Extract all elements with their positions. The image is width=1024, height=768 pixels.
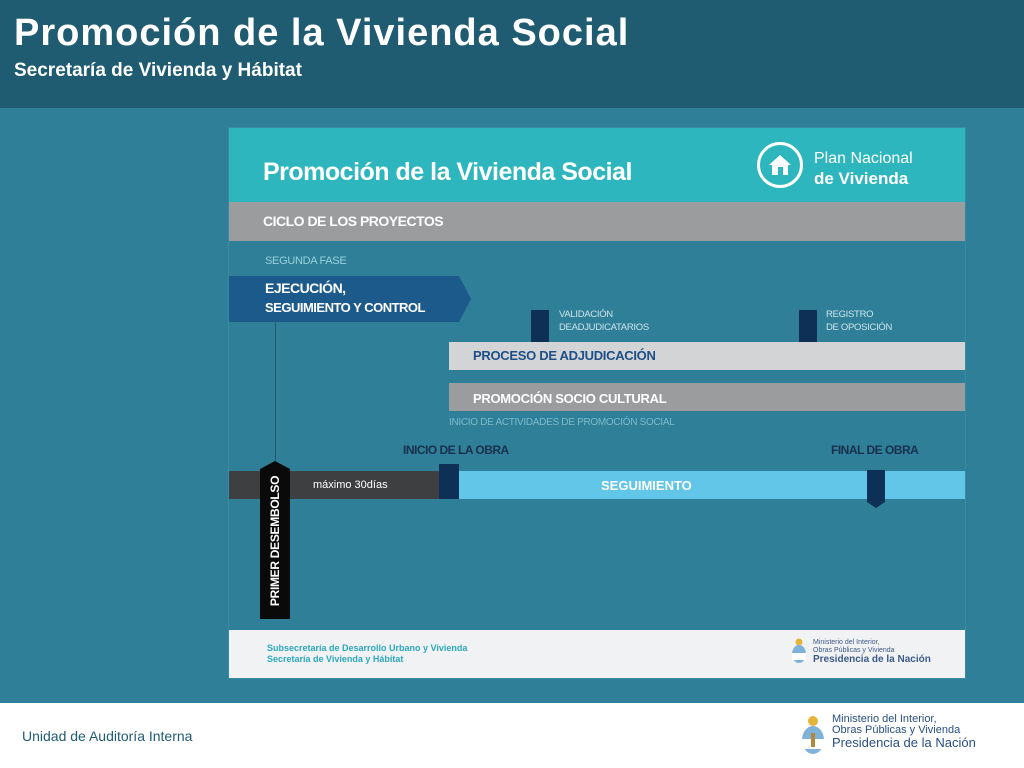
registro-marker [799, 310, 817, 348]
final-obra-marker [867, 470, 885, 508]
phase-title-line2: SEGUIMIENTO Y CONTROL [265, 300, 425, 315]
seguimiento-bar [439, 471, 965, 499]
footer-ministerio-line1: Ministerio del Interior, [832, 713, 937, 725]
footer-unit-name: Unidad de Auditoría Interna [22, 728, 193, 744]
slide-footer-presidencia: Presidencia de la Nación [813, 654, 931, 665]
logo-text-vivienda: de Vivienda [814, 169, 909, 188]
phase-connector-line [275, 320, 276, 466]
slide-top-band: Promoción de la Vivienda Social Plan Nac… [229, 128, 965, 202]
adjudicacion-label: PROCESO DE ADJUDICACIÓN [473, 348, 656, 363]
cycle-label: CICLO DE LOS PROYECTOS [263, 213, 444, 229]
page-footer: Unidad de Auditoría Interna Ministerio d… [0, 703, 1024, 768]
validacion-label-line2: DEADJUDICATARIOS [559, 322, 649, 333]
inicio-obra-marker [439, 464, 459, 499]
validacion-label: VALIDACIÓN DEADJUDICATARIOS [559, 308, 649, 334]
logo-text-plan: Plan Nacional [814, 150, 913, 167]
final-obra-label: FINAL DE OBRA [831, 443, 919, 457]
socio-cultural-band: PROMOCIÓN SOCIO CULTURAL [449, 383, 965, 411]
desembolso-marker [260, 461, 290, 619]
house-icon [757, 142, 803, 188]
slide-footer-secretaria: Secretaría de Vivienda y Hábitat [267, 654, 404, 664]
validacion-marker [531, 310, 549, 348]
header-bar: Promoción de la Vivienda Social Secretar… [0, 0, 1024, 108]
footer-ministerio-line2: Obras Públicas y Vivienda [832, 724, 961, 736]
validacion-label-line1: VALIDACIÓN [559, 309, 613, 320]
coat-of-arms-icon [802, 716, 824, 754]
social-start-label: INICIO DE ACTIVIDADES DE PROMOCIÓN SOCIA… [449, 417, 675, 428]
slide-footer-ministerio-line1: Ministerio del Interior, [813, 639, 880, 646]
socio-cultural-label: PROMOCIÓN SOCIO CULTURAL [473, 391, 667, 406]
slide-footer-subsecretaria: Subsecretaría de Desarrollo Urbano y Viv… [267, 643, 468, 653]
seguimiento-label: SEGUIMIENTO [601, 478, 692, 493]
phase-arrow-shape [229, 276, 471, 322]
registro-label-line1: REGISTRO [826, 309, 874, 320]
footer-presidencia: Presidencia de la Nación [832, 735, 976, 750]
page-title: Promoción de la Vivienda Social [14, 12, 630, 54]
coat-of-arms-icon [792, 638, 806, 663]
phase-label: SEGUNDA FASE [265, 255, 347, 267]
maximo-label: máximo 30días [313, 479, 388, 491]
phase-title-line1: EJECUCIÓN, [265, 280, 346, 296]
inicio-obra-label: INICIO DE LA OBRA [403, 443, 509, 457]
cycle-band: CICLO DE LOS PROYECTOS [229, 202, 965, 241]
adjudicacion-band: PROCESO DE ADJUDICACIÓN [449, 342, 965, 370]
slide-diagram: Promoción de la Vivienda Social Plan Nac… [229, 128, 965, 678]
page-subtitle: Secretaría de Vivienda y Hábitat [14, 60, 302, 81]
slide-footer [229, 630, 965, 678]
slide-footer-ministerio-line2: Obras Públicas y Vivienda [813, 647, 895, 654]
desembolso-label: PRIMER DESEMBOLSO [268, 475, 282, 607]
slide-title: Promoción de la Vivienda Social [263, 158, 632, 186]
registro-label: REGISTRO DE OPOSICIÓN [826, 308, 892, 334]
registro-label-line2: DE OPOSICIÓN [826, 322, 893, 333]
